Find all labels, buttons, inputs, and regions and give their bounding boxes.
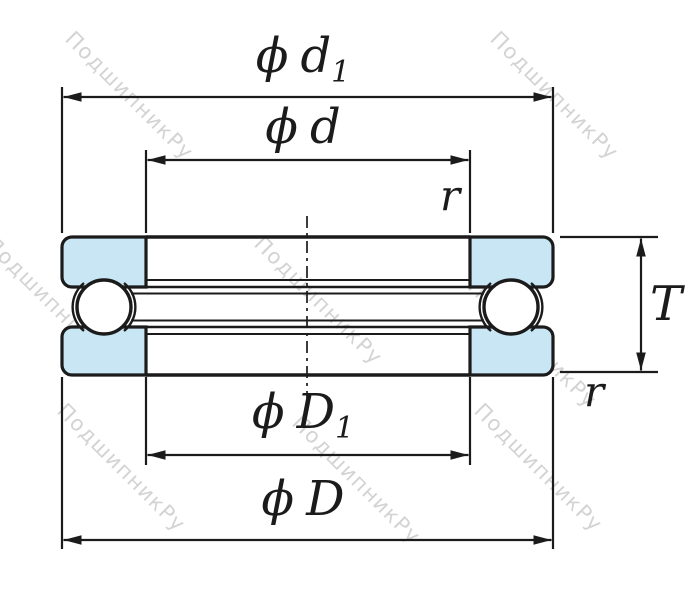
bearing-section xyxy=(60,216,555,398)
label-r-top: r xyxy=(440,171,463,220)
phi-symbol: ϕ xyxy=(252,384,285,440)
cage-claw xyxy=(530,282,544,332)
top-washer-right-section xyxy=(468,235,555,289)
phi-symbol: ϕ xyxy=(256,28,289,84)
cage-claw xyxy=(478,282,492,332)
watermark-text: ПодшипникРу xyxy=(52,399,190,537)
watermark-text: ПодшипникРу xyxy=(485,27,623,165)
top-washer-left-section xyxy=(60,235,148,289)
bottom-washer-right-section xyxy=(468,325,555,377)
dimension-T: T xyxy=(560,235,685,374)
dim-letter: D xyxy=(296,384,335,440)
dim-letter: d xyxy=(310,99,341,155)
label-r-side: r xyxy=(584,367,607,416)
dim-subscript: 1 xyxy=(331,55,350,90)
phi-symbol: ϕ xyxy=(261,471,294,527)
dim-letter: D xyxy=(305,471,344,527)
dim-label-T: T xyxy=(650,276,685,332)
bottom-washer-left-section xyxy=(60,325,148,377)
top-washer xyxy=(60,235,555,289)
phi-symbol: ϕ xyxy=(265,99,298,155)
watermark-text: ПодшипникРу xyxy=(60,27,198,165)
ball-right xyxy=(482,278,540,336)
cage-claw xyxy=(123,282,137,332)
watermark-text: ПодшипникРу xyxy=(249,232,387,370)
watermark-text: ПодшипникРу xyxy=(469,399,607,537)
ball-left xyxy=(75,278,133,336)
dim-subscript: 1 xyxy=(335,411,354,446)
bottom-washer xyxy=(60,325,555,377)
cage-claw xyxy=(71,282,85,332)
dim-letter: d xyxy=(300,28,331,84)
